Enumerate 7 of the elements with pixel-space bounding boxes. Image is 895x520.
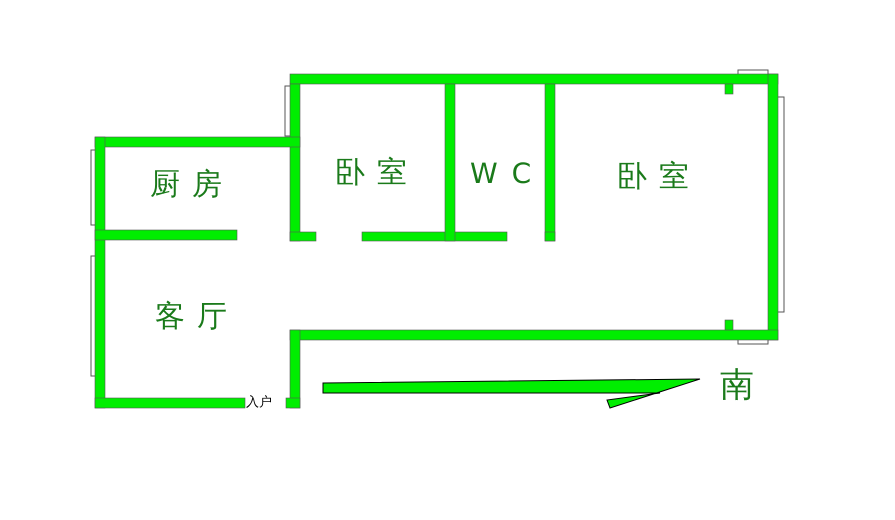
room-label: 厨房 (150, 170, 234, 200)
room-label: 卧室 (617, 162, 701, 192)
entrance-label: 入户 (246, 396, 272, 409)
compass-label: 南 (720, 368, 754, 402)
room-label: 卧室 (335, 158, 419, 188)
room-label: 客厅 (155, 302, 239, 332)
room-label: WC (470, 160, 546, 188)
